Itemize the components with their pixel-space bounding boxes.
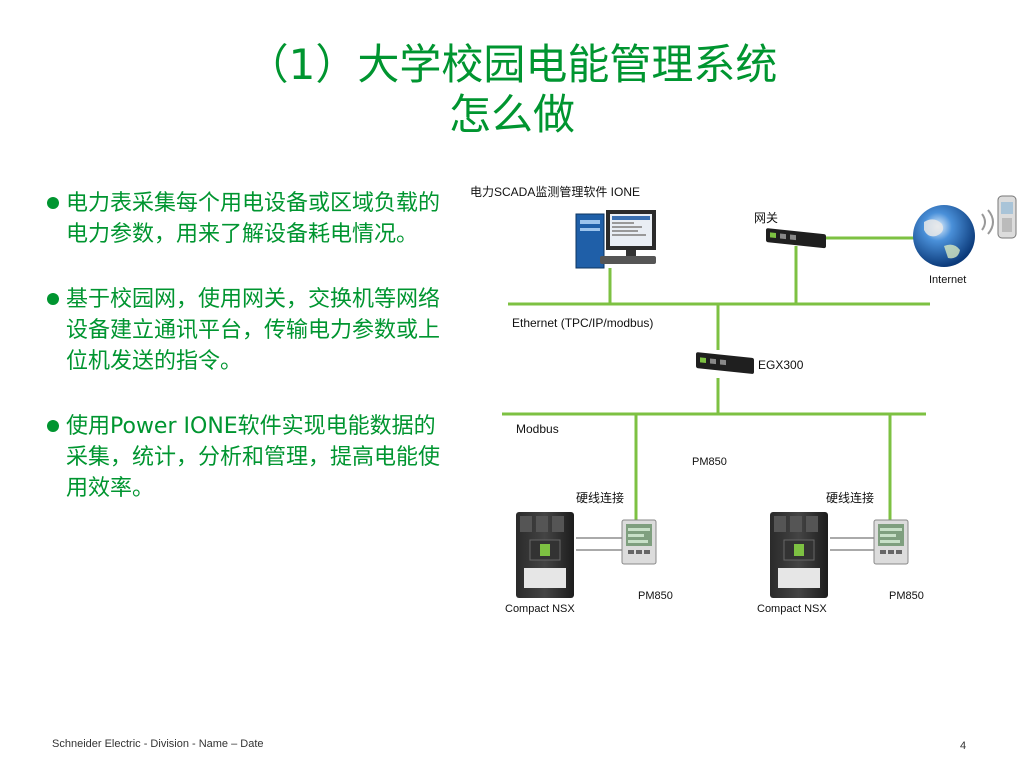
bullet-item: 基于校园网，使用网关，交换机等网络设备建立通讯平台，传输电力参数或上位机发送的指… bbox=[44, 284, 454, 377]
slide-title-line-1: （1）大学校园电能管理系统 bbox=[246, 40, 778, 89]
pc-workstation-icon bbox=[575, 210, 656, 269]
bullet-dot-icon bbox=[47, 197, 59, 209]
egx300-gateway-icon bbox=[696, 352, 754, 374]
slide-title-line-2: 怎么做 bbox=[448, 90, 575, 139]
bullet-text: 电力表采集每个用电设备或区域负载的电力参数，用来了解设备耗电情况。 bbox=[66, 191, 441, 247]
hardwire-right-label: 硬线连接 bbox=[826, 490, 874, 505]
ethernet-label: Ethernet (TPC/IP/modbus) bbox=[512, 316, 653, 330]
gateway-device-icon bbox=[766, 228, 826, 249]
modbus-label: Modbus bbox=[516, 422, 559, 436]
egx-label: EGX300 bbox=[758, 358, 804, 372]
pm850-right-meter-icon bbox=[873, 519, 909, 565]
breaker-left-label: Compact NSX bbox=[505, 603, 575, 615]
footer-text: Schneider Electric - Division - Name – D… bbox=[52, 738, 264, 750]
bullet-item: 电力表采集每个用电设备或区域负载的电力参数，用来了解设备耗电情况。 bbox=[44, 188, 454, 250]
bullet-text: 使用Power IONE软件实现电能数据的采集，统计，分析和管理，提高电能使用效… bbox=[66, 414, 441, 501]
network-lines bbox=[502, 236, 930, 520]
internet-globe-icon bbox=[913, 205, 975, 267]
bullet-dot-icon bbox=[47, 293, 59, 305]
mobile-phone-icon bbox=[981, 195, 1017, 239]
meter-right-label: PM850 bbox=[889, 590, 924, 602]
hardwire-left-lines bbox=[576, 537, 622, 551]
pm850-left-meter-icon bbox=[621, 519, 657, 565]
software-label: 电力SCADA监测管理软件 IONE bbox=[470, 184, 640, 199]
breaker-right-icon bbox=[770, 512, 828, 598]
hardwire-right-lines bbox=[830, 537, 874, 551]
page-number: 4 bbox=[960, 740, 967, 752]
gateway-label: 网关 bbox=[754, 211, 778, 225]
hardwire-left-label: 硬线连接 bbox=[576, 490, 624, 505]
bullet-dot-icon bbox=[47, 420, 59, 432]
bullet-item: 使用Power IONE软件实现电能数据的采集，统计，分析和管理，提高电能使用效… bbox=[44, 411, 454, 504]
slide-title: （1）大学校园电能管理系统 怎么做 bbox=[0, 40, 1024, 140]
breaker-left-icon bbox=[516, 512, 574, 598]
internet-label: Internet bbox=[929, 274, 966, 286]
bullet-text: 基于校园网，使用网关，交换机等网络设备建立通讯平台，传输电力参数或上位机发送的指… bbox=[66, 287, 441, 374]
breaker-right-label: Compact NSX bbox=[757, 603, 827, 615]
bullet-list: 电力表采集每个用电设备或区域负载的电力参数，用来了解设备耗电情况。 基于校园网，… bbox=[44, 188, 454, 538]
pm850-top-label: PM850 bbox=[692, 456, 727, 468]
meter-left-label: PM850 bbox=[638, 590, 673, 602]
